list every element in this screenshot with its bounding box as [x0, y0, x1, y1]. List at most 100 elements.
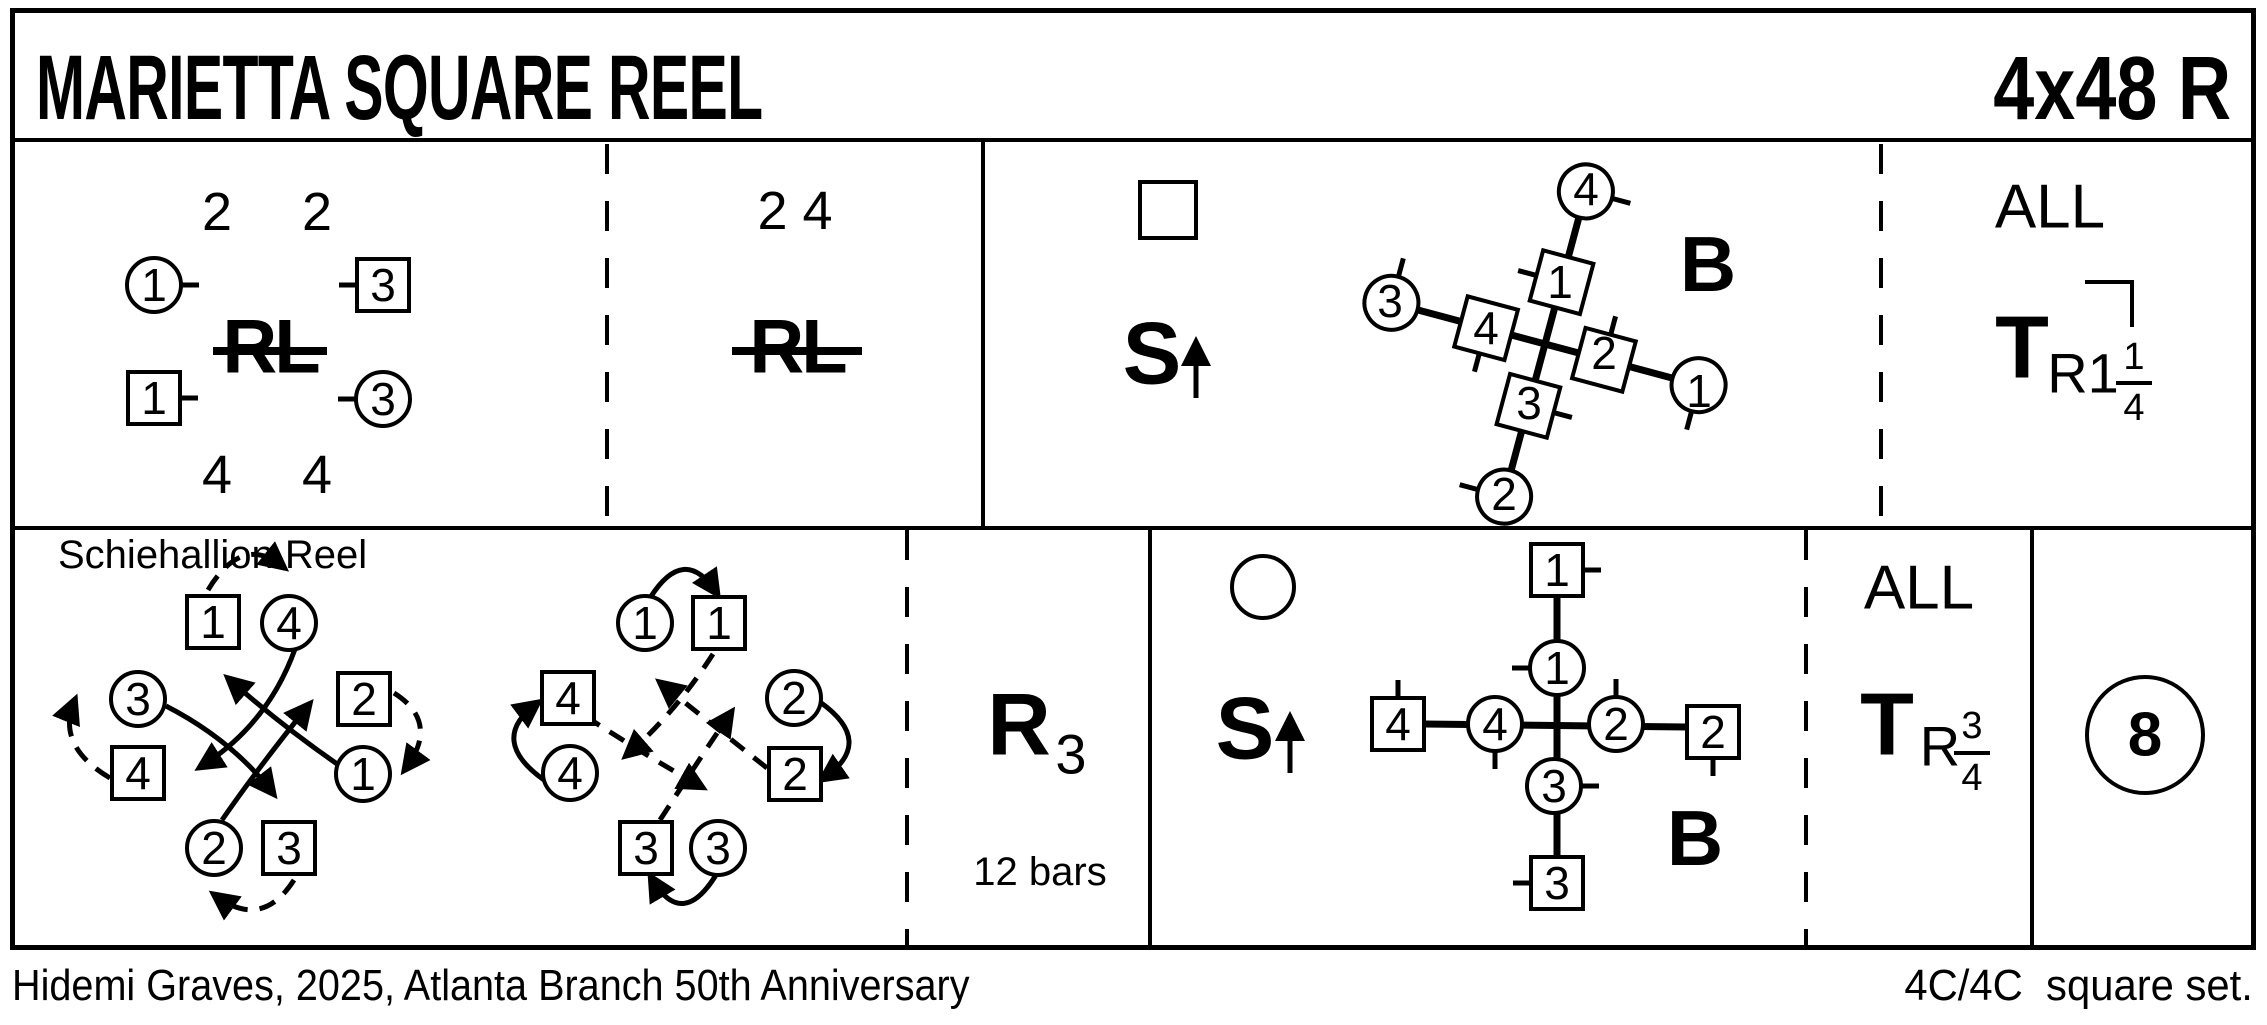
- circle-dancer-icon: [354, 370, 412, 428]
- figure-code: S: [1216, 679, 1275, 778]
- figure-code: T: [1995, 298, 2049, 397]
- figure-subscript: 3: [1055, 723, 1086, 786]
- dashed-travel-arc: [208, 878, 297, 921]
- bars-panel-r2c2: R 3 12 bars: [973, 675, 1106, 895]
- circle-dancer-icon: [616, 594, 674, 652]
- rotated-cross-formation: [1362, 162, 1728, 526]
- circle-dancer-icon: [541, 744, 599, 802]
- bars-panel-r1c4: ALL T R1 1 4: [1995, 173, 2152, 429]
- dancer-label: 1: [1686, 365, 1712, 417]
- facing-tick: [1552, 410, 1573, 420]
- bars-panel-r1c2: 2 4 RL: [732, 181, 862, 390]
- dashed-travel-arc: [392, 690, 431, 776]
- dancer-label: 3: [1541, 760, 1567, 812]
- facing-tick: [1608, 315, 1618, 336]
- dashed-travel-arc: [52, 693, 112, 781]
- row2-solid-divider-2: [2030, 528, 2034, 946]
- figure-code: T: [1860, 675, 1914, 774]
- square-dancer-icon: [355, 257, 411, 313]
- devisor-credit: Hidemi Graves, 2025, Atlanta Branch 50th…: [12, 961, 970, 1010]
- fraction-numerator: 1: [2123, 336, 2144, 378]
- square-dancer-icon: [185, 594, 241, 650]
- square-dancer-icon: [1569, 325, 1639, 395]
- circle-dancer-icon: [125, 256, 183, 314]
- travel-arrow: [223, 674, 342, 769]
- square-dancer-icon: [540, 670, 596, 726]
- figure-subscript: R: [1920, 715, 1960, 778]
- who-label: ALL: [1864, 554, 1974, 623]
- circle-dancer-icon: [334, 745, 392, 803]
- travel-arc: [647, 871, 719, 906]
- figure-subscript: R1: [2047, 342, 2119, 405]
- circle-eight-icon: [2085, 675, 2205, 795]
- travel-arrow: [219, 698, 314, 822]
- facing-tick: [1611, 195, 1631, 206]
- travel-arc: [510, 698, 546, 783]
- facing-tick: [1472, 352, 1482, 373]
- circle-dancer-icon: [1556, 162, 1615, 221]
- circle-dancer-icon: [689, 819, 747, 877]
- dancer-label: 4: [1573, 163, 1599, 215]
- bars-panel-r2c4: ALL T R 3 4: [1860, 554, 1990, 799]
- dancer-label: 2: [1700, 706, 1726, 758]
- dancer-label: 3: [1544, 857, 1570, 909]
- facing-tick: [1517, 268, 1538, 278]
- row1-dashed-divider-2: [1879, 144, 1883, 524]
- dancer-label: 2: [201, 822, 227, 874]
- square-dancer-icon: [1370, 696, 1426, 752]
- repeats-and-type: 4x48 R: [1993, 39, 2231, 139]
- title-divider: [10, 138, 2256, 142]
- bars-panel-r1c3: S 4 3 1 2 1 4 2 3 B: [1123, 162, 1736, 526]
- square-dancer-icon: [261, 820, 317, 876]
- fraction-numerator: 3: [1961, 705, 1982, 747]
- figure-code: RL: [222, 305, 319, 390]
- row1-solid-divider: [981, 140, 985, 526]
- dancer-label: 1: [350, 748, 376, 800]
- facing-tick: [1459, 482, 1479, 493]
- row2-dashed-divider-2: [1804, 530, 1808, 946]
- travel-arc: [647, 566, 721, 600]
- row1-dashed-divider-1: [605, 144, 609, 524]
- who-label: ALL: [1995, 173, 2105, 242]
- dancer-label: 4: [557, 747, 583, 799]
- circle-count: 8: [2128, 701, 2162, 770]
- circle-dancer-icon: [1528, 639, 1586, 697]
- duration-label: 12 bars: [973, 850, 1106, 894]
- dancer-label: 2: [1591, 327, 1617, 379]
- figure-code: RL: [749, 305, 846, 390]
- dancer-label: 3: [276, 822, 302, 874]
- figure-heading: Schiehallion Reel: [58, 533, 367, 577]
- diagram-outer-border: [10, 8, 2256, 950]
- square-dancer-icon: [1529, 855, 1585, 911]
- square-dancer-icon: [691, 595, 747, 651]
- dashed-travel-arc: [205, 541, 290, 592]
- dancer-label: 1: [1547, 256, 1573, 308]
- square-dancer-icon: [1527, 247, 1596, 317]
- dancer-label: 2: [781, 672, 807, 724]
- bars-panel-r1c1: 2 2 4 4 1 3 RL 1 3: [125, 182, 412, 505]
- dancer-label: 3: [370, 373, 396, 425]
- dancer-label: 3: [1516, 377, 1542, 429]
- balance-label: B: [1667, 794, 1723, 882]
- dancer-label: 3: [1377, 275, 1403, 327]
- circle-dancer-icon: [1475, 467, 1534, 526]
- circle-dancer-icon: [1669, 356, 1728, 415]
- dancer-label: 2: [1603, 698, 1629, 750]
- page-title: MARIETTA SQUARE REEL: [36, 37, 763, 139]
- dancer-label: 1: [706, 597, 732, 649]
- circle-dancer-icon: [1362, 273, 1421, 332]
- dancer-label: 1: [141, 372, 167, 424]
- figure-code: R: [987, 675, 1051, 774]
- circle-dancer-icon: [109, 670, 167, 728]
- dancer-label: 3: [125, 673, 151, 725]
- dancer-label: 2: [351, 673, 377, 725]
- square-dancer-icon: [618, 820, 674, 876]
- dancer-label: 3: [370, 259, 396, 311]
- travel-arc: [816, 699, 852, 784]
- square-dancer-icon: [767, 746, 823, 802]
- square-dancer-icon: [110, 745, 166, 801]
- bars-panel-r2c1-schiehallion: Schiehallion Reel 1 4 3 2 4 1 2 3 1 1 4 …: [52, 533, 852, 921]
- circle-dancer-icon: [765, 669, 823, 727]
- dancer-label: 1: [1544, 642, 1570, 694]
- square-dancer-icon: [126, 370, 182, 426]
